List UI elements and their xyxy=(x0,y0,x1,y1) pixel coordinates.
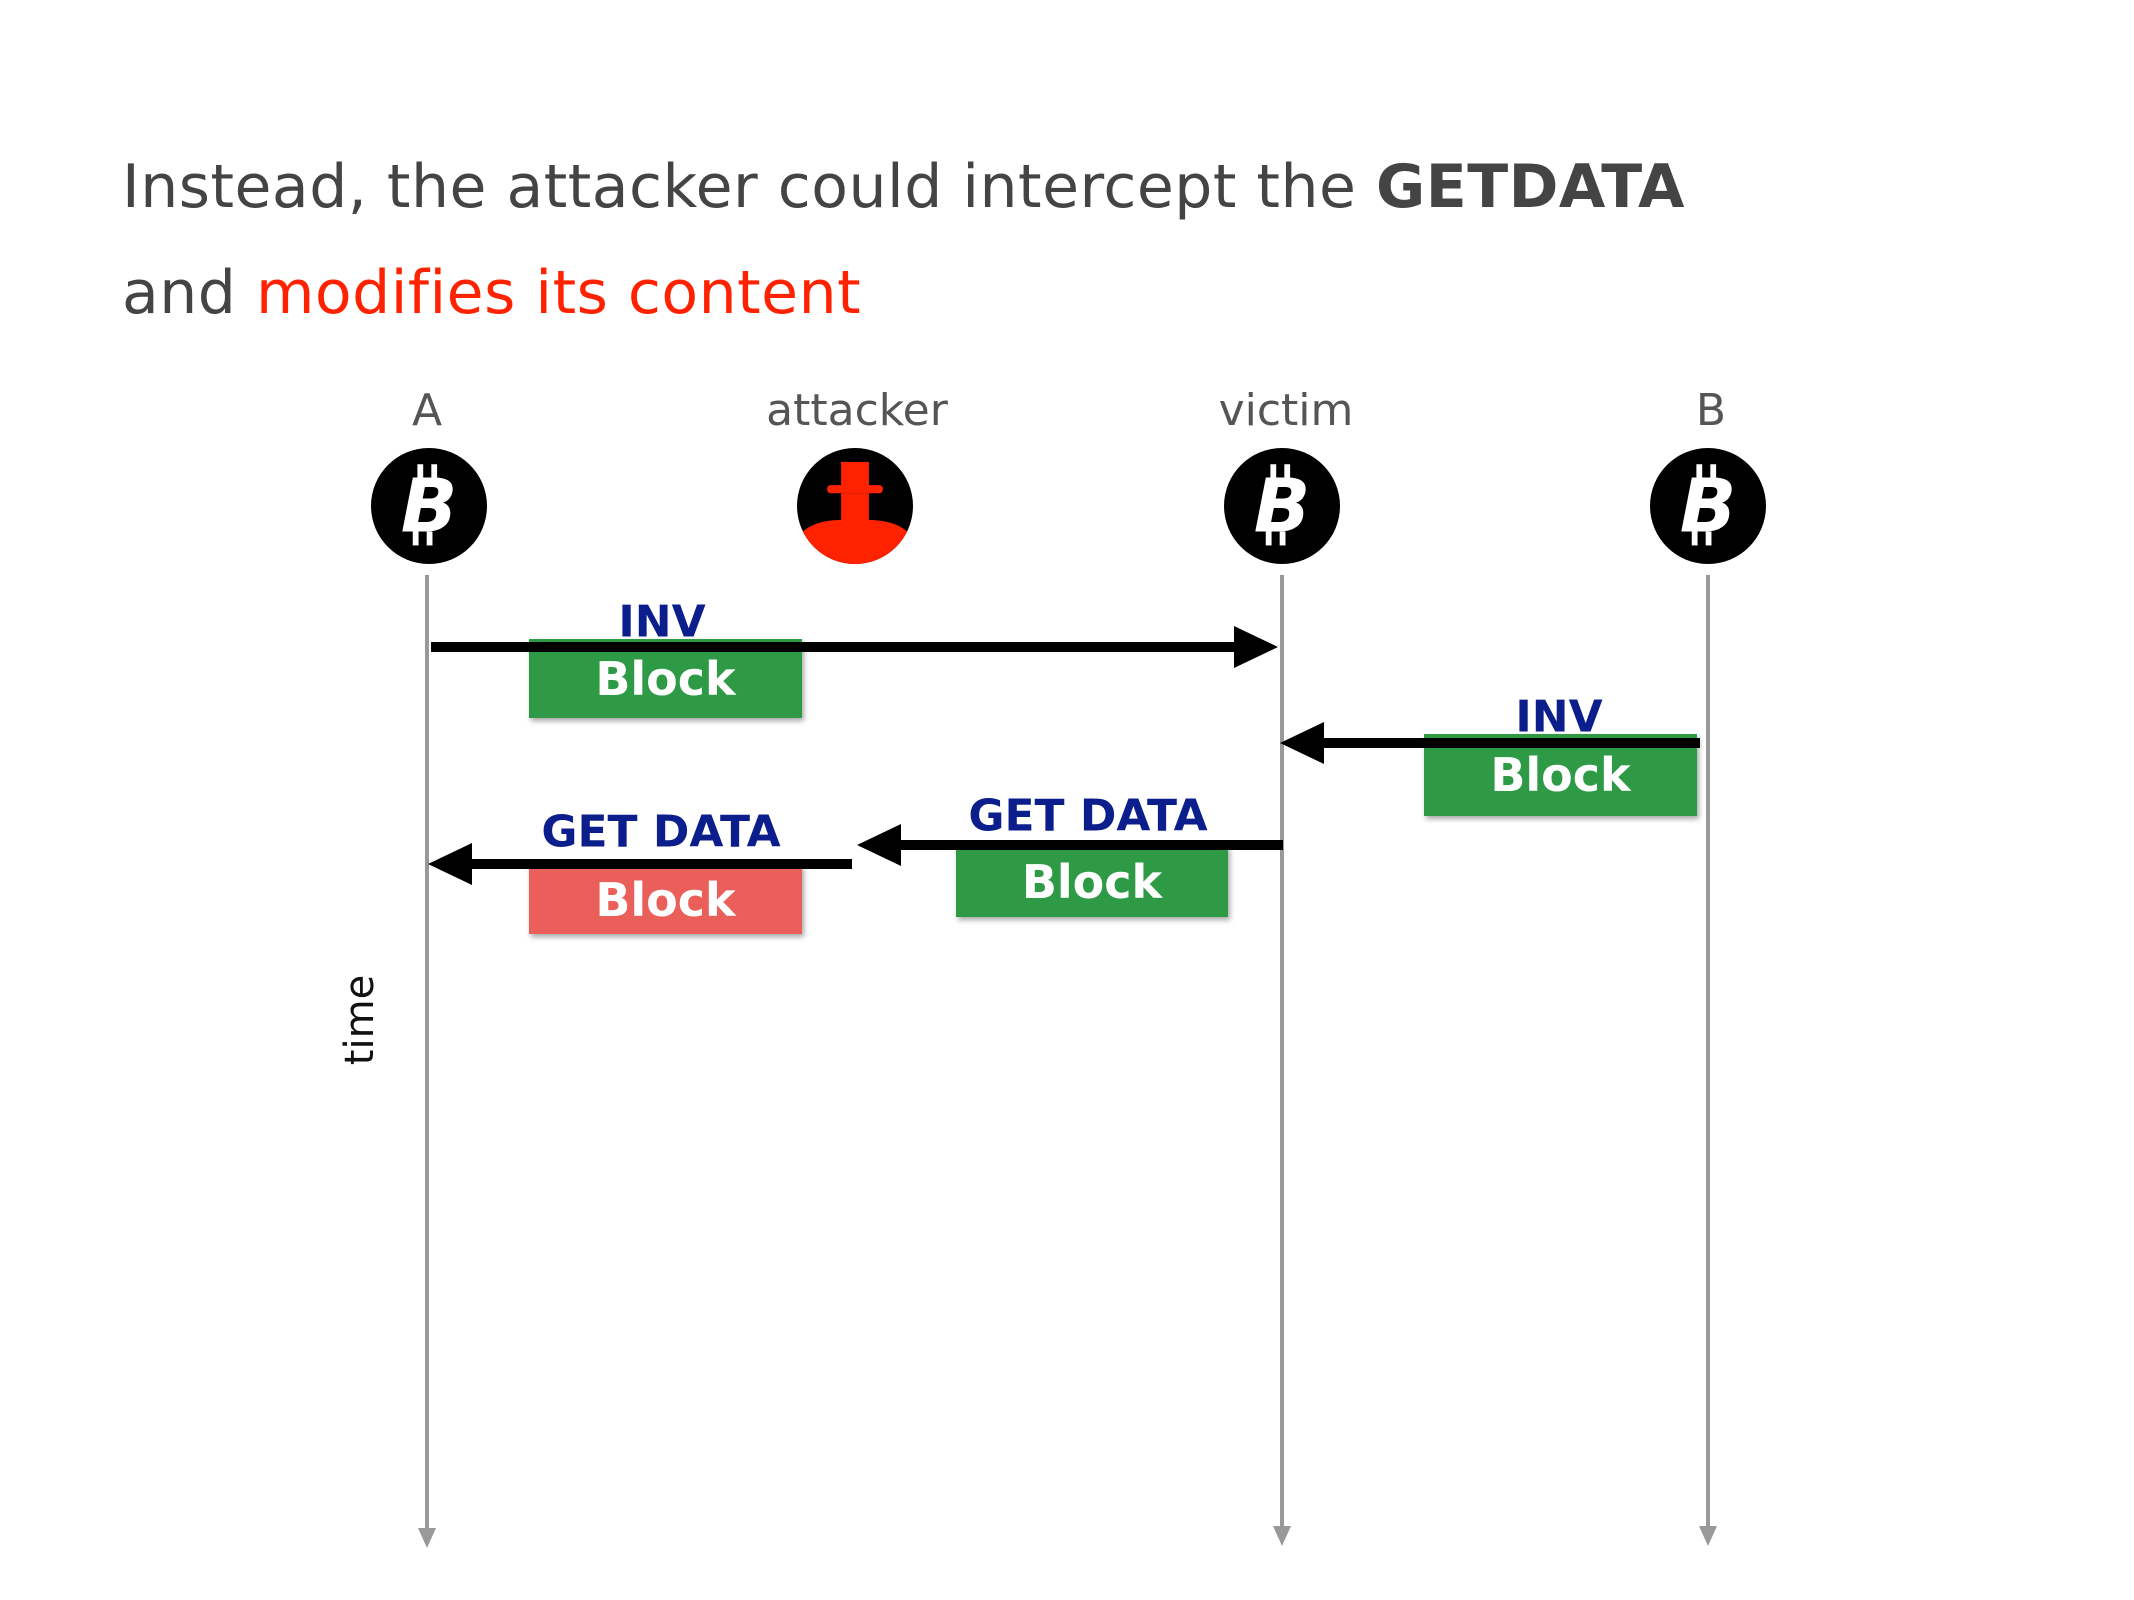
node-label-victim: victim xyxy=(1218,385,1354,436)
title-text: Instead, the attacker could intercept th… xyxy=(122,152,1376,222)
bitcoin-icon: B xyxy=(1650,448,1766,564)
message-label-msg-2: INV xyxy=(1515,691,1603,743)
block-payload-msg-4-modified: Block xyxy=(529,865,802,934)
message-label-msg-3: GET DATA xyxy=(968,790,1208,842)
spy-icon xyxy=(797,448,913,564)
node-label-A: A xyxy=(411,385,443,436)
message-label-msg-4: GET DATA xyxy=(541,806,781,858)
title-getdata-keyword: GETDATA xyxy=(1375,152,1685,222)
lifeline-A xyxy=(418,575,436,1548)
block-payload-msg-1: Block xyxy=(529,639,802,718)
lifeline-victim xyxy=(1273,575,1291,1546)
title-text: and xyxy=(122,258,256,328)
lifeline-B xyxy=(1699,575,1717,1546)
block-payload-msg-3: Block xyxy=(956,846,1228,917)
bitcoin-icon: B xyxy=(371,448,487,564)
message-label-msg-1: INV xyxy=(618,596,706,648)
bitcoin-icon: B xyxy=(1224,448,1340,564)
slide-title-line-1: Instead, the attacker could intercept th… xyxy=(122,152,1685,222)
time-axis-label: time xyxy=(337,974,383,1066)
title-highlight: modifies its content xyxy=(255,258,862,328)
node-label-attacker: attacker xyxy=(766,385,948,436)
node-label-B: B xyxy=(1695,385,1727,436)
block-payload-msg-2: Block xyxy=(1424,734,1697,816)
slide-title-line-2: and modifies its content xyxy=(122,258,861,328)
